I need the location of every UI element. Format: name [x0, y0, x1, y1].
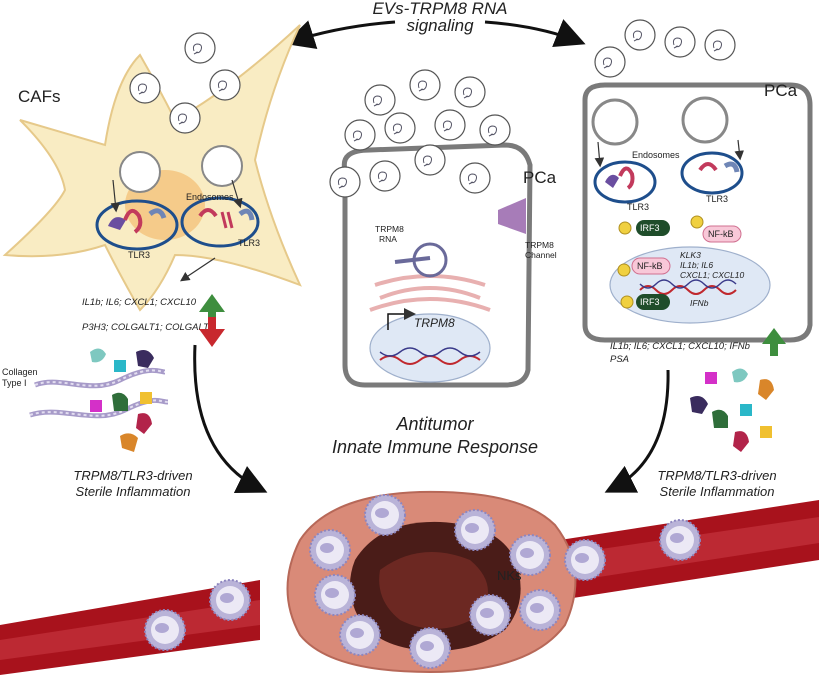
trpm8-rna-label-1: TRPM8	[375, 224, 404, 234]
arrow-to-cafs	[284, 20, 396, 49]
nfkb-label: NF-kB	[708, 229, 734, 239]
center-nucleus	[369, 313, 491, 383]
caf-endosomes-label: Endosomes	[186, 192, 234, 202]
right-up-arrow-icon	[762, 328, 786, 356]
trpm8-channel-label-2: Channel	[525, 250, 557, 260]
nfkb-pill	[702, 225, 742, 243]
center-text-line2: Innate Immune Response	[332, 437, 538, 457]
collagen-label-1: Collagen	[2, 367, 38, 377]
right-genes-up-2: PSA	[610, 354, 629, 365]
right-caption-2: Sterile Inflammation	[660, 484, 775, 499]
down-arrow-icon	[199, 317, 225, 347]
center-text-line1: Antitumor	[395, 414, 474, 434]
right-curved-arrow	[604, 369, 670, 493]
endosome-left-a	[95, 199, 179, 251]
trpm8-rna-label-2: RNA	[379, 234, 397, 244]
nk-label: NKs	[497, 568, 522, 583]
center-title: PCa	[523, 168, 557, 187]
right-pca-cell	[582, 82, 813, 343]
right-title: PCa	[764, 81, 798, 100]
collagen-fibers	[29, 367, 169, 419]
irf3-nuclear-label: IRF3	[640, 297, 660, 307]
header-subtitle: signaling	[406, 16, 474, 35]
cytokines-left	[90, 348, 154, 452]
left-caption-1: TRPM8/TLR3-driven	[73, 468, 192, 483]
caf-tlr3-label-b: TLR3	[238, 238, 260, 248]
nfkb-nuclear-label: NF-kB	[637, 261, 663, 271]
right-targets-3: CXCL1; CXCL10	[680, 270, 745, 280]
center-pca-cell	[341, 142, 533, 388]
caf-signal-arrow	[180, 257, 216, 282]
collagen-label-2: Type I	[2, 378, 27, 388]
arrow-to-pca	[484, 19, 586, 48]
header-title: EVs-TRPM8 RNA	[372, 0, 507, 18]
caf-genes-down: P3H3; COLGALT1; COLGALT2	[82, 322, 215, 333]
trpm8-channel	[498, 198, 526, 234]
up-arrow-icon	[199, 294, 225, 324]
caf-tlr3-label-a: TLR3	[128, 250, 150, 260]
trpm8-gene-label: TRPM8	[414, 316, 455, 330]
caf-title: CAFs	[18, 87, 61, 106]
left-curved-arrow	[193, 344, 268, 493]
caf-genes-up: IL1b; IL6; CXCL1; CXCL10	[82, 297, 197, 308]
right-endosomes-label: Endosomes	[632, 150, 680, 160]
irf3-nuclear-pill	[636, 294, 670, 310]
caf-cell	[2, 24, 302, 312]
right-tlr3-label-a: TLR3	[627, 202, 649, 212]
nfkb-nuclear-pill	[631, 257, 671, 275]
trpm8-channel-label-1: TRPM8	[525, 240, 554, 250]
irf3-pill	[636, 220, 670, 236]
ifnb-label: IFNb	[690, 298, 709, 308]
right-tlr3-label-b: TLR3	[706, 194, 728, 204]
right-genes-up-1: IL1b; IL6; CXCL1; CXCL10; IFNb	[610, 341, 750, 352]
left-caption-2: Sterile Inflammation	[76, 484, 191, 499]
right-caption-1: TRPM8/TLR3-driven	[657, 468, 776, 483]
right-targets-1: KLK3	[680, 250, 701, 260]
endosome-left-b	[180, 196, 260, 248]
irf3-label: IRF3	[640, 223, 660, 233]
right-targets-2: IL1b; IL6	[680, 260, 713, 270]
cytokines-right	[690, 368, 774, 452]
